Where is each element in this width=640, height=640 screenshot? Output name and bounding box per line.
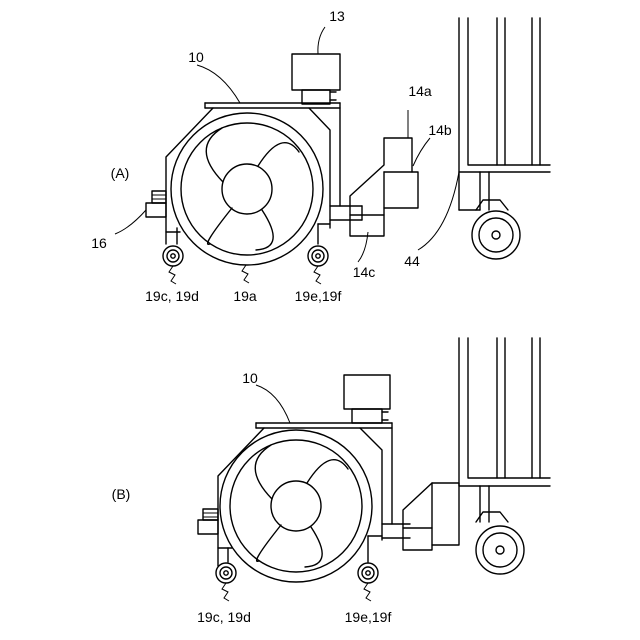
ref-caster-left-b: 19c, 19d [197,609,251,625]
ref-body-b: 10 [242,370,258,386]
cart-44 [459,18,550,259]
motor-13 [292,54,340,104]
machine-body-10 [166,103,362,244]
bracket-b [403,483,459,550]
ref-motor: 13 [329,8,345,24]
cart-b [459,338,550,574]
drum-b [220,430,372,582]
bracket-14 [350,138,418,236]
handle-16 [146,191,166,217]
ref-wheel: 19a [233,288,257,304]
leader-lines-b [222,385,371,601]
ref-bracket-top: 14a [408,83,432,99]
motor-b [344,375,390,423]
ref-cart: 44 [404,253,420,269]
ref-bracket-bottom: 14c [353,264,376,280]
figure-label-b: (B) [112,486,131,502]
figure-label-a: (A) [111,165,130,181]
ref-caster-right: 19e,19f [295,288,342,304]
ref-bracket-side: 14b [428,122,452,138]
drum-19a [171,113,323,265]
handle-b [198,509,218,534]
ref-body: 10 [188,49,204,65]
machine-body-b [218,423,410,566]
figure-a: (A) 10 13 14a 14b 14c 16 19c, 19d 19a 19… [91,8,550,304]
figure-b: (B) 10 19c, 19d 19e,19f [112,338,550,625]
caster-left-b [216,548,236,583]
ref-caster-right-b: 19e,19f [345,609,392,625]
ref-caster-left: 19c, 19d [145,288,199,304]
ref-handle: 16 [91,235,107,251]
